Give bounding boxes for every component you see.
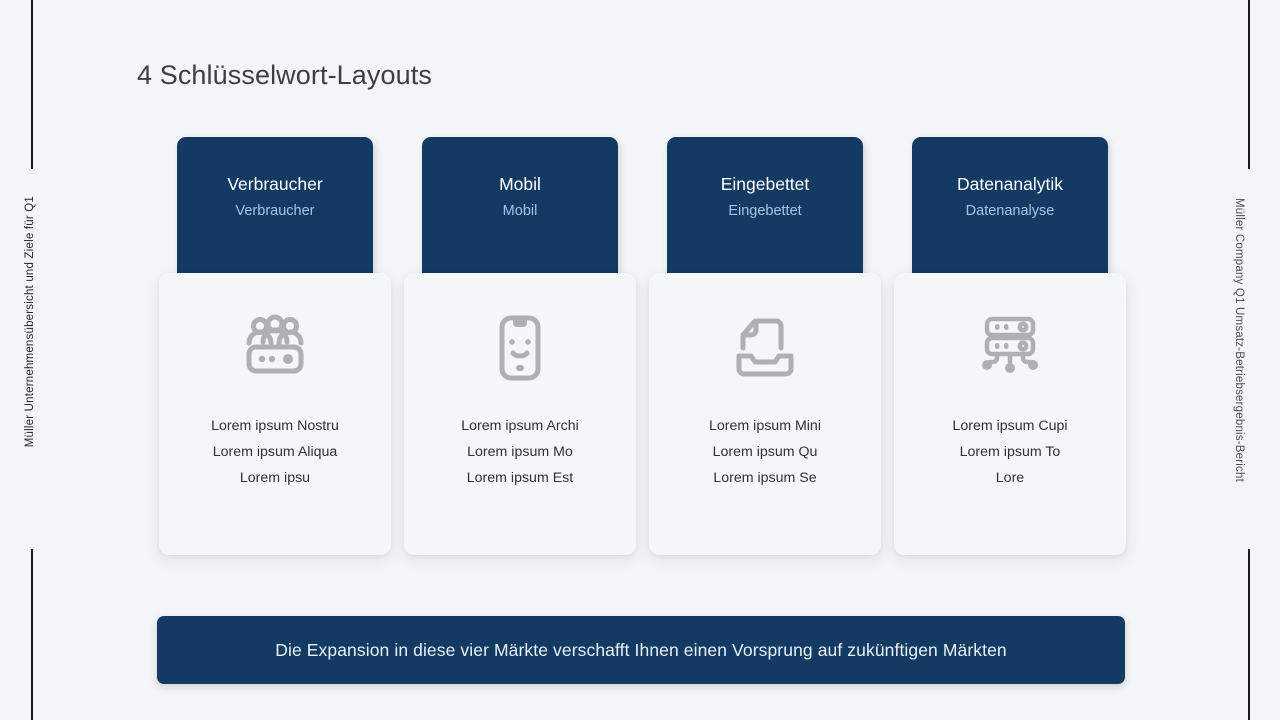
right-rule-bottom bbox=[1248, 549, 1250, 720]
card-body: Lorem ipsum Cupi Lorem ipsum To Lore bbox=[894, 273, 1126, 555]
card-subtitle: Verbraucher bbox=[235, 203, 315, 220]
document-tray-icon bbox=[728, 311, 802, 385]
card-subtitle: Datenanalyse bbox=[965, 203, 1055, 220]
card-title: Verbraucher bbox=[227, 174, 323, 194]
card-title: Mobil bbox=[499, 174, 541, 194]
card-text-line: Lorem ipsum To bbox=[959, 444, 1061, 460]
card-text-line: Lorem ipsum Se bbox=[713, 470, 817, 486]
card-header: Mobil Mobil bbox=[422, 137, 618, 273]
card-text-line: Lorem ipsum Cupi bbox=[952, 418, 1068, 434]
card-header: Datenanalytik Datenanalyse bbox=[912, 137, 1108, 273]
summary-banner: Die Expansion in diese vier Märkte versc… bbox=[157, 616, 1125, 684]
server-network-icon bbox=[973, 311, 1047, 385]
card-verbraucher[interactable]: Verbraucher Verbraucher bbox=[137, 137, 391, 557]
card-subtitle: Eingebettet bbox=[728, 203, 802, 220]
left-rule-bottom bbox=[31, 549, 33, 720]
mobile-phone-icon bbox=[483, 311, 557, 385]
card-header: Verbraucher Verbraucher bbox=[177, 137, 373, 273]
page-title: 4 Schlüsselwort-Layouts bbox=[137, 60, 432, 90]
card-header: Eingebettet Eingebettet bbox=[667, 137, 863, 273]
card-text-block: Lorem ipsum Cupi Lorem ipsum To Lore bbox=[952, 413, 1067, 491]
card-text-line: Lorem ipsum Mo bbox=[467, 444, 573, 460]
card-datenanalytik[interactable]: Datenanalytik Datenanalyse bbox=[872, 137, 1126, 557]
card-text-line: Lorem ipsum Aliqua bbox=[212, 444, 338, 460]
card-text-line: Lore bbox=[995, 470, 1025, 486]
left-rule-top bbox=[31, 0, 33, 169]
card-text-line: Lorem ipsum Archi bbox=[461, 418, 579, 434]
card-text-line: Lorem ipsum Est bbox=[466, 470, 574, 486]
card-text-line: Lorem ipsum Qu bbox=[712, 444, 818, 460]
card-text-block: Lorem ipsum Mini Lorem ipsum Qu Lorem ip… bbox=[709, 413, 821, 491]
cards-row: Verbraucher Verbraucher bbox=[137, 137, 1143, 557]
card-title: Eingebettet bbox=[720, 174, 810, 194]
card-body: Lorem ipsum Mini Lorem ipsum Qu Lorem ip… bbox=[649, 273, 881, 555]
card-text-line: Lorem ipsu bbox=[239, 470, 311, 486]
card-eingebettet[interactable]: Eingebettet Eingebettet Lorem ipsum Mini… bbox=[627, 137, 881, 557]
summary-banner-text: Die Expansion in diese vier Märkte versc… bbox=[275, 639, 1007, 660]
card-body: Lorem ipsum Nostru Lorem ipsum Aliqua Lo… bbox=[159, 273, 391, 555]
card-text-block: Lorem ipsum Archi Lorem ipsum Mo Lorem i… bbox=[461, 413, 578, 491]
card-text-line: Lorem ipsum Mini bbox=[709, 418, 821, 434]
people-group-icon bbox=[238, 311, 312, 385]
card-text-line: Lorem ipsum Nostru bbox=[211, 418, 339, 434]
left-side-caption: Müller Unternehmensübersicht und Ziele f… bbox=[24, 196, 36, 448]
right-side-caption: Müller Company Q1 Umsatz-Betriebsergebni… bbox=[1233, 198, 1245, 482]
card-text-block: Lorem ipsum Nostru Lorem ipsum Aliqua Lo… bbox=[211, 413, 339, 491]
card-body: Lorem ipsum Archi Lorem ipsum Mo Lorem i… bbox=[404, 273, 636, 555]
card-subtitle: Mobil bbox=[502, 203, 538, 220]
card-title: Datenanalytik bbox=[956, 174, 1064, 194]
right-rule-top bbox=[1248, 0, 1250, 169]
card-mobil[interactable]: Mobil Mobil Lorem ipsum Archi L bbox=[382, 137, 636, 557]
